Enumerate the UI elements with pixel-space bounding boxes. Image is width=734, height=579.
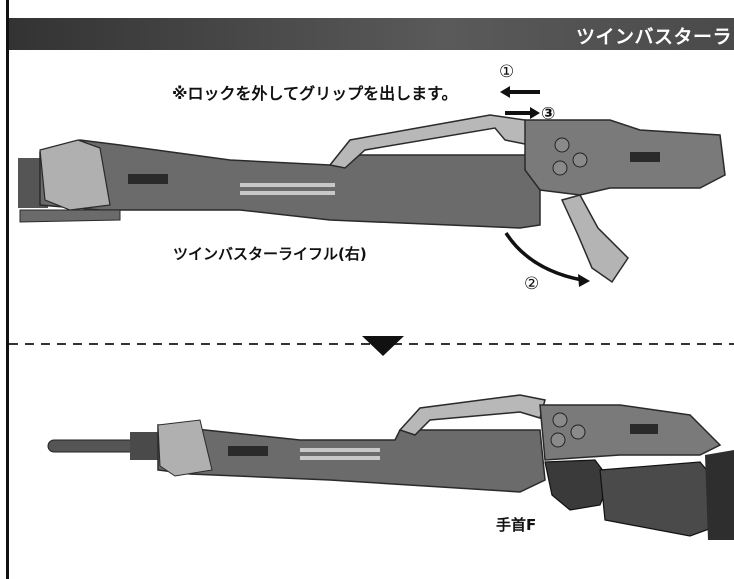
step-3-label: ③ [541,104,556,124]
carry-handle [328,114,531,169]
carry-handle [398,394,546,436]
slot-detail [630,424,658,434]
forearm-part [599,461,716,537]
page-frame [6,0,734,579]
rail-stripe [300,448,380,452]
arrow-curve-head [578,274,590,287]
barrel-collar [130,432,160,460]
rifle-illustration-bottom [47,394,734,540]
hand-caption: 手首F [496,516,537,534]
front-plate [39,139,111,211]
section-header-bar: ツインバスターラ [9,18,734,50]
bolt-circle [570,424,586,440]
arrow-left-head [500,86,510,98]
rail-stripe [300,456,380,460]
rifle-illustration-top [18,114,726,284]
slot-detail [228,446,268,456]
front-plate [157,419,213,477]
section-title: ツインバスターラ [575,26,732,48]
arrow-curve [504,232,583,282]
bolt-circle [552,412,568,428]
lower-skirt [19,209,121,223]
arrow-right-head [530,107,540,119]
step-1-label: ① [499,62,515,82]
rail-stripe [240,191,335,195]
bolt-circle [572,152,588,168]
slot-detail [128,174,168,184]
step-2-label: ② [524,274,540,294]
bolt-circle [552,160,568,176]
grip [560,194,629,284]
down-triangle-icon [362,336,404,356]
bolt-circle [554,137,570,153]
instruction-note: ※ロックを外してグリップを出します。 [172,84,458,103]
bolt-circle [550,432,566,448]
direction-arrows [500,86,590,287]
rail-stripe [240,183,335,187]
hand-part [544,459,611,511]
forearm-end [705,450,734,540]
rifle-caption: ツインバスターライフル(右) [173,245,367,263]
rear-block [524,119,726,196]
slot-detail [630,152,660,162]
